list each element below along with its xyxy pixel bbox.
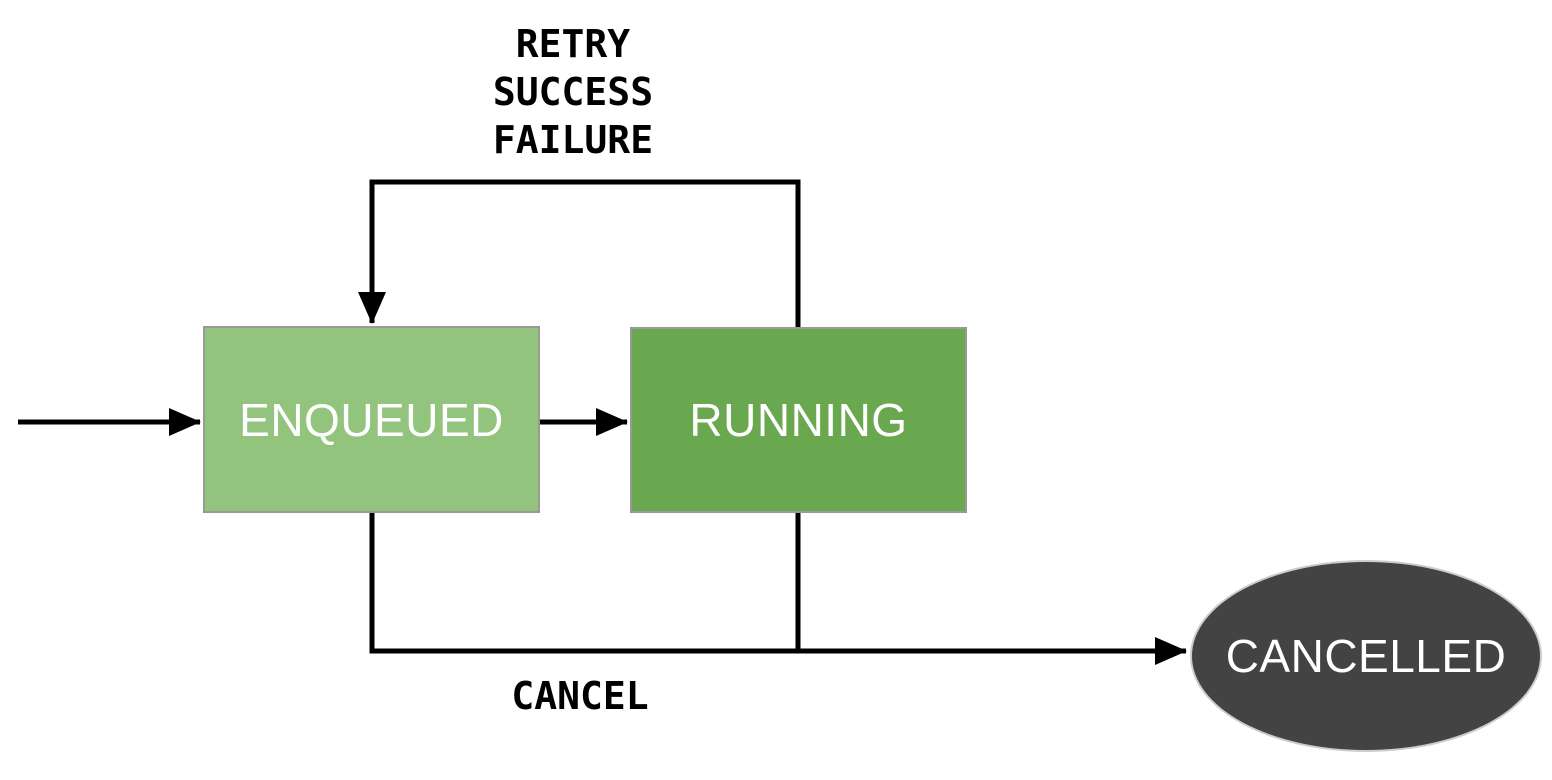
state-label-enqueued: ENQUEUED xyxy=(239,393,504,446)
state-node-cancelled: CANCELLED xyxy=(1190,560,1542,752)
state-node-enqueued: ENQUEUED xyxy=(203,326,540,513)
state-label-cancelled: CANCELLED xyxy=(1225,630,1507,682)
edge-label-cancel: CANCEL xyxy=(511,674,649,718)
cancel-arrow xyxy=(369,513,1187,665)
edge-label-success: SUCCESS xyxy=(492,70,654,114)
state-label-running: RUNNING xyxy=(689,394,908,446)
cancel-edge-label: CANCEL xyxy=(430,672,730,720)
edge-label-failure: FAILURE xyxy=(492,118,654,162)
running-to-enqueued-loop-arrow xyxy=(358,179,801,327)
loop-edge-labels: RETRY SUCCESS FAILURE xyxy=(373,20,773,164)
state-node-running: RUNNING xyxy=(630,327,967,513)
edge-label-retry: RETRY xyxy=(515,22,631,66)
